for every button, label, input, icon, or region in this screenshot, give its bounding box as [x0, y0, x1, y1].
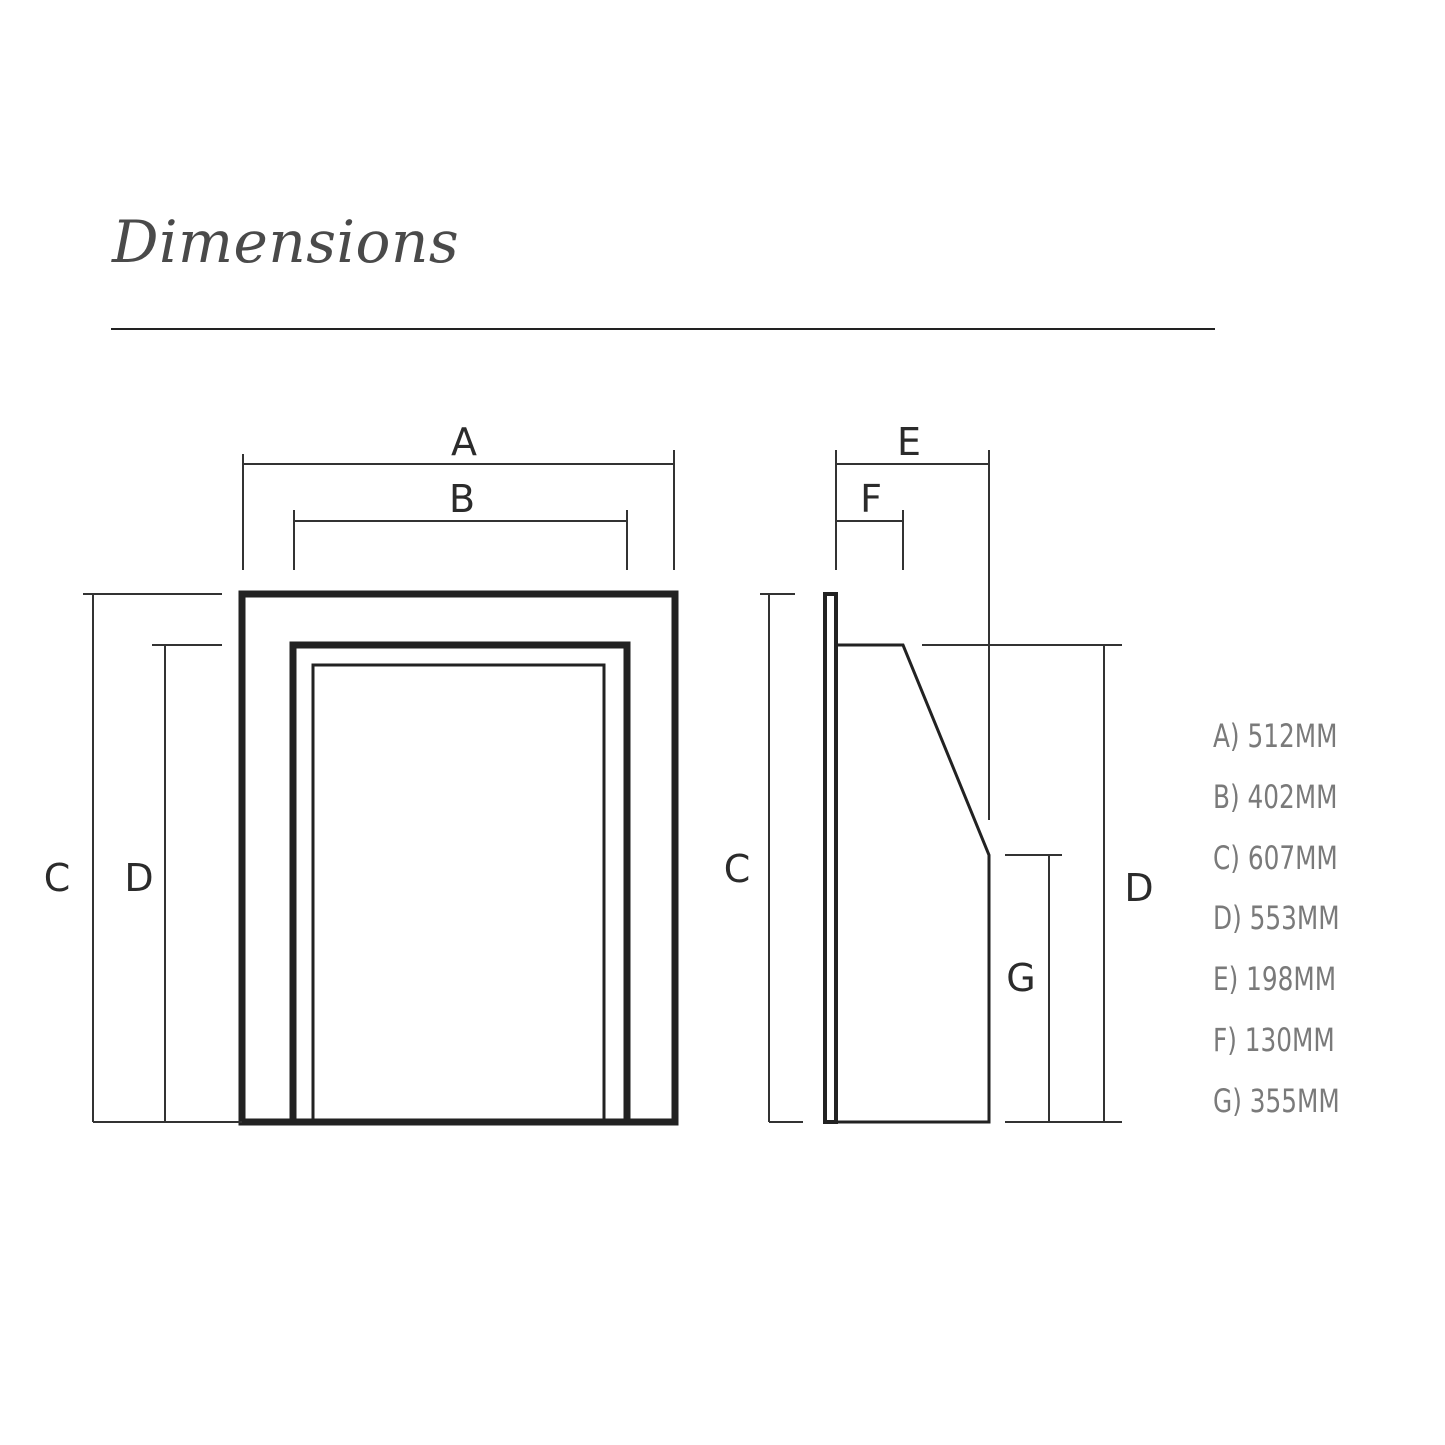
dimension-a — [242, 450, 675, 570]
page-title: Dimensions — [112, 208, 460, 276]
spec-a: A) 512MM — [1213, 717, 1338, 755]
side-view — [823, 592, 991, 1124]
label-e-side: E — [897, 420, 921, 464]
label-b-front: B — [449, 477, 475, 521]
spec-g: G) 355MM — [1213, 1081, 1340, 1120]
dimension-d-side — [922, 644, 1122, 1123]
label-g-side: G — [1006, 956, 1035, 1000]
dimension-c-side — [760, 593, 803, 1123]
side-profile — [836, 643, 991, 1124]
label-c-front: C — [44, 856, 71, 900]
side-back-plate — [823, 592, 838, 1124]
spec-d: D) 553MM — [1213, 899, 1340, 938]
dimension-g — [1005, 854, 1062, 1122]
spec-c: C) 607MM — [1213, 838, 1338, 877]
front-opening — [311, 663, 606, 1124]
label-f-side: F — [860, 477, 882, 521]
label-d-side: D — [1124, 866, 1153, 910]
dimension-e — [835, 450, 990, 820]
front-outer-frame — [238, 590, 679, 1126]
spec-e: E) 198MM — [1213, 960, 1337, 999]
dimension-c-front — [83, 593, 242, 1123]
spec-f: F) 130MM — [1213, 1020, 1335, 1059]
label-a-front: A — [451, 420, 477, 464]
label-c-side: C — [724, 847, 751, 891]
title-divider — [111, 328, 1215, 330]
dimension-b — [293, 510, 628, 570]
dimension-spec-list: A) 512MM B) 402MM C) 607MM D) 553MM E) 1… — [1213, 712, 1360, 1138]
spec-b: B) 402MM — [1213, 777, 1338, 816]
front-inner-frame — [289, 641, 631, 1126]
label-d-front: D — [124, 856, 153, 900]
dimension-d-front — [152, 644, 222, 1122]
front-view — [238, 590, 679, 1126]
dimension-f — [836, 510, 904, 570]
